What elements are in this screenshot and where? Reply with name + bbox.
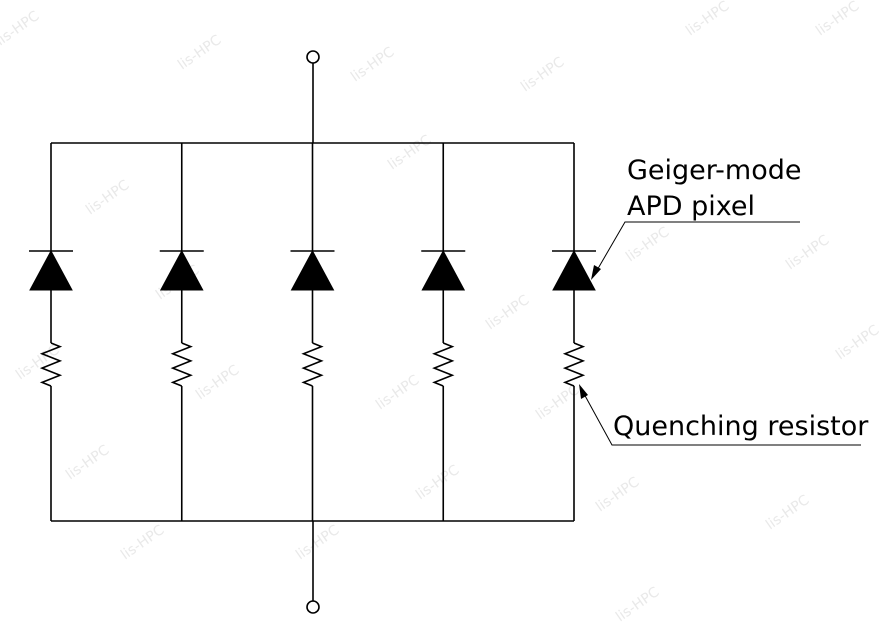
quenching-resistor	[170, 342, 193, 387]
apd-diode	[290, 249, 335, 291]
watermark-text: lis-HPC	[293, 522, 342, 563]
watermark-text: lis-HPC	[413, 462, 462, 503]
quench-leader-line	[582, 391, 861, 446]
watermark-text: lis-HPC	[533, 382, 582, 423]
top-terminal	[306, 50, 320, 64]
apd-pixel-annotation: Geiger-mode APD pixel	[591, 155, 801, 280]
apd-diode	[29, 249, 73, 291]
quenching-resistor	[432, 342, 455, 387]
watermark-text: lis-HPC	[623, 224, 672, 265]
watermark-text: lis-HPC	[0, 8, 43, 49]
watermark-text: lis-HPC	[63, 442, 112, 483]
watermark-text: lis-HPC	[593, 474, 642, 515]
watermark-text: lis-HPC	[193, 362, 242, 403]
apd-label-line2: APD pixel	[627, 191, 755, 222]
watermark-layer: lis-HPC lis-HPC lis-HPC lis-HPC lis-HPC …	[0, 0, 883, 625]
watermark-text: lis-HPC	[118, 522, 167, 563]
watermark-text: lis-HPC	[83, 177, 132, 218]
watermark-text: lis-HPC	[518, 54, 567, 95]
quenching-resistor-annotation: Quenching resistor	[579, 384, 869, 446]
watermark-text: lis-HPC	[683, 0, 732, 39]
watermark-text: lis-HPC	[783, 232, 832, 273]
watermark-text: lis-HPC	[813, 0, 862, 39]
quenching-resistor	[562, 342, 586, 387]
apd-arrowhead	[591, 265, 601, 280]
apd-diode	[421, 249, 466, 291]
watermark-text: lis-HPC	[175, 32, 224, 73]
apd-pixel-branches	[29, 143, 596, 521]
apd-diode	[552, 249, 596, 291]
quenching-resistor	[301, 342, 324, 387]
watermark-text: lis-HPC	[385, 132, 434, 173]
bottom-terminal	[306, 600, 320, 614]
watermark-text: lis-HPC	[483, 292, 532, 333]
watermark-text: lis-HPC	[373, 372, 422, 413]
quenching-resistor	[39, 342, 63, 387]
watermark-text: lis-HPC	[348, 44, 397, 85]
apd-leader-line	[595, 221, 800, 273]
watermark-text: lis-HPC	[613, 584, 662, 625]
watermark-text: lis-HPC	[833, 322, 882, 363]
quenching-resistor-label: Quenching resistor	[613, 411, 869, 442]
quench-arrowhead	[579, 384, 588, 399]
watermark-text: lis-HPC	[763, 492, 812, 533]
apd-label-line1: Geiger-mode	[627, 155, 801, 186]
